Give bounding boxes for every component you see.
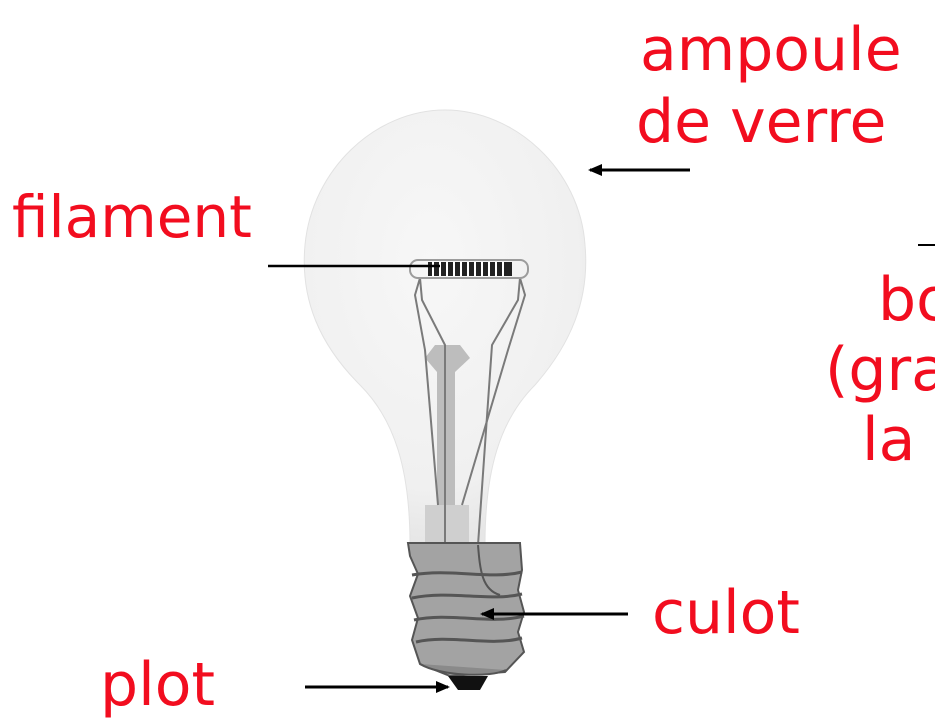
label-plot: plot [100,650,215,720]
stem-neck [425,505,469,545]
glass-envelope [303,109,587,546]
label-ampoule-line2: de verre [636,87,887,157]
label-filament: filament [12,183,252,251]
label-side-line3: la [862,405,916,475]
label-ampoule-line1: ampoule [640,15,902,85]
label-culot: culot [652,578,800,648]
support-wires [413,277,527,546]
base-wire [477,544,501,596]
filament-coil [409,259,529,279]
label-side-line2: (gra [825,335,935,405]
glass-stem [425,345,470,505]
screw-base [406,542,526,678]
contact-plot [448,676,488,690]
label-side-line1: bo [878,265,935,335]
